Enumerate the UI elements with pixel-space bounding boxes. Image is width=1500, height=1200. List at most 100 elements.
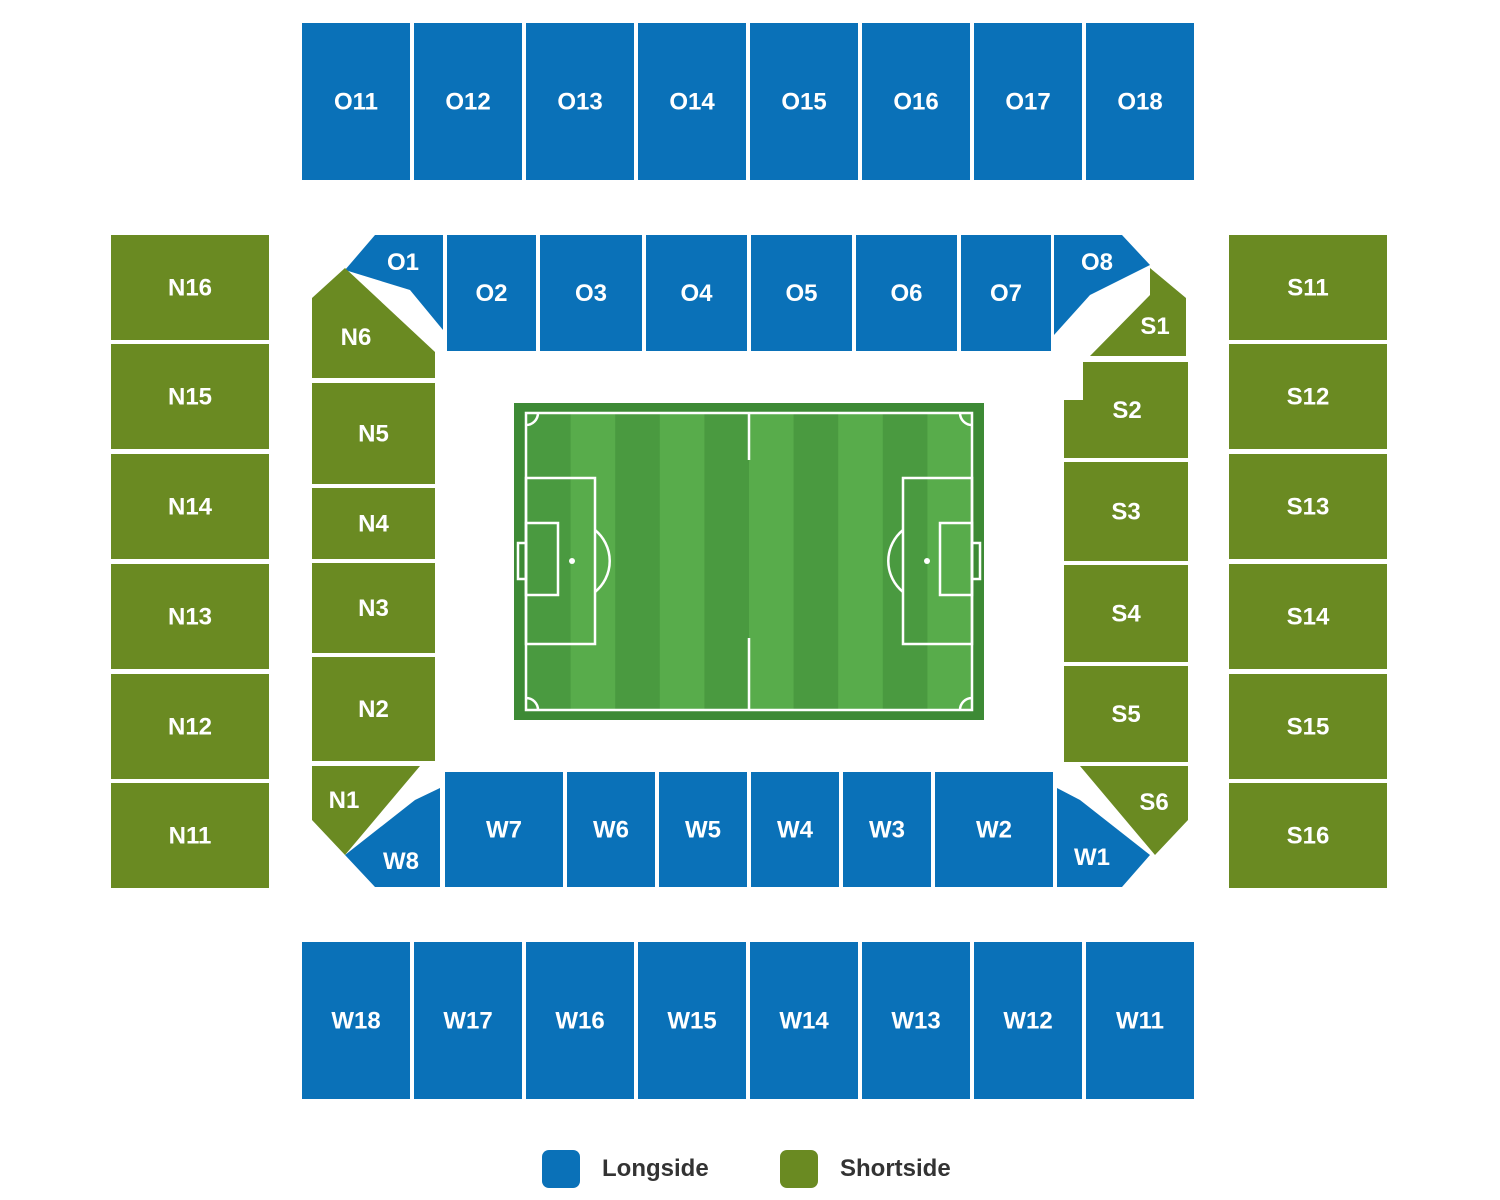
section-n6[interactable]: N6 [312,268,435,378]
section-s12[interactable]: S12 [1229,344,1387,449]
section-label-w8: W8 [383,848,419,875]
section-s11[interactable]: S11 [1229,235,1387,340]
shortside-swatch [780,1150,818,1188]
section-w15[interactable]: W15 [638,942,746,1099]
section-o4[interactable]: O4 [646,235,747,351]
section-label-o11: O11 [334,89,378,116]
section-o6[interactable]: O6 [856,235,957,351]
section-label-n2: N2 [358,696,389,723]
section-label-s12: S12 [1287,384,1330,411]
pitch-markings [970,541,982,581]
section-w7[interactable]: W7 [445,772,563,887]
section-label-o2: O2 [475,280,507,307]
section-label-s3: S3 [1111,499,1140,526]
section-label-w4: W4 [777,817,814,844]
section-w11[interactable]: W11 [1086,942,1194,1099]
legend-shortside-label: Shortside [840,1155,951,1182]
section-label-w12: W12 [1003,1008,1052,1035]
section-w13[interactable]: W13 [862,942,970,1099]
section-label-o12: O12 [445,89,490,116]
section-w12[interactable]: W12 [974,942,1082,1099]
section-label-o6: O6 [890,280,922,307]
section-s2[interactable]: S2 [1064,362,1188,458]
section-label-n14: N14 [168,494,213,521]
section-o7[interactable]: O7 [961,235,1051,351]
section-o12[interactable]: O12 [414,23,522,180]
section-w6[interactable]: W6 [567,772,655,887]
section-w17[interactable]: W17 [414,942,522,1099]
section-n2[interactable]: N2 [312,657,435,761]
section-w14[interactable]: W14 [750,942,858,1099]
section-label-w7: W7 [486,817,522,844]
section-n4[interactable]: N4 [312,488,435,559]
section-s6[interactable]: S6 [1080,766,1188,855]
pitch-markings [516,541,528,581]
section-o11[interactable]: O11 [302,23,410,180]
section-n13[interactable]: N13 [111,564,269,669]
section-label-n6: N6 [341,324,372,351]
section-label-s15: S15 [1287,714,1330,741]
section-label-n12: N12 [168,714,212,741]
section-w1[interactable]: W1 [1057,788,1150,887]
section-o16[interactable]: O16 [862,23,970,180]
section-w3[interactable]: W3 [843,772,931,887]
section-n3[interactable]: N3 [312,563,435,653]
section-label-o17: O17 [1005,89,1050,116]
section-label-s13: S13 [1287,494,1330,521]
section-o17[interactable]: O17 [974,23,1082,180]
section-n12[interactable]: N12 [111,674,269,779]
section-label-n11: N11 [169,823,212,850]
section-o18[interactable]: O18 [1086,23,1194,180]
section-w8[interactable]: W8 [345,788,440,887]
legend-longside-label: Longside [602,1155,709,1182]
section-o3[interactable]: O3 [540,235,642,351]
section-label-o13: O13 [557,89,602,116]
section-o13[interactable]: O13 [526,23,634,180]
section-s13[interactable]: S13 [1229,454,1387,559]
section-label-n13: N13 [168,604,212,631]
section-o5[interactable]: O5 [751,235,852,351]
section-s5[interactable]: S5 [1064,666,1188,762]
section-n14[interactable]: N14 [111,454,269,559]
section-label-n16: N16 [168,275,212,302]
section-o8[interactable]: O8 [1054,235,1150,335]
section-label-n4: N4 [358,511,389,538]
section-n5[interactable]: N5 [312,383,435,484]
section-n15[interactable]: N15 [111,344,269,449]
section-w16[interactable]: W16 [526,942,634,1099]
section-o14[interactable]: O14 [638,23,746,180]
legend-shortside: Shortside [780,1150,951,1188]
pitch-markings [958,412,973,427]
legend-longside: Longside [542,1150,709,1188]
section-o2[interactable]: O2 [447,235,536,351]
longside-swatch [542,1150,580,1188]
section-w2[interactable]: W2 [935,772,1053,887]
section-s4[interactable]: S4 [1064,565,1188,662]
football-pitch [514,403,984,720]
section-label-w15: W15 [667,1008,716,1035]
section-label-w1: W1 [1074,844,1110,871]
section-label-o7: O7 [990,280,1022,307]
section-label-s2: S2 [1112,397,1141,424]
section-w18[interactable]: W18 [302,942,410,1099]
section-label-o5: O5 [785,280,817,307]
section-n11[interactable]: N11 [111,783,269,888]
section-label-w17: W17 [443,1008,492,1035]
section-label-s1: S1 [1140,313,1169,340]
pitch-markings [958,696,973,711]
section-o1[interactable]: O1 [345,235,443,330]
section-s1[interactable]: S1 [1090,268,1186,356]
section-s3[interactable]: S3 [1064,462,1188,561]
section-label-s16: S16 [1287,823,1330,850]
section-s15[interactable]: S15 [1229,674,1387,779]
section-n1[interactable]: N1 [312,766,420,855]
section-o15[interactable]: O15 [750,23,858,180]
section-w4[interactable]: W4 [751,772,839,887]
section-label-s6: S6 [1139,789,1168,816]
section-s14[interactable]: S14 [1229,564,1387,669]
section-s16[interactable]: S16 [1229,783,1387,888]
section-w5[interactable]: W5 [659,772,747,887]
section-label-w14: W14 [779,1008,829,1035]
section-n16[interactable]: N16 [111,235,269,340]
